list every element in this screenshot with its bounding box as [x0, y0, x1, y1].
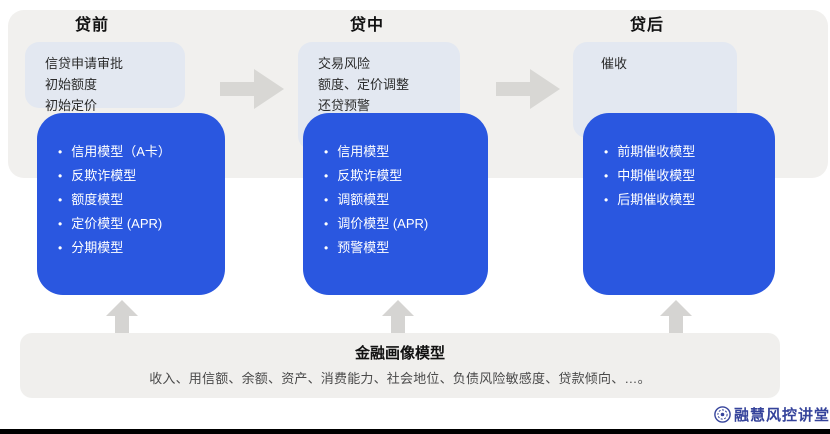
- model-list-item: •信用模型（A卡）: [58, 144, 171, 159]
- bullet-icon: •: [324, 169, 329, 183]
- arrow-right-icon: [220, 69, 284, 109]
- post-loan-model-list: •前期催收模型 •中期催收模型 •后期催收模型: [583, 113, 775, 208]
- model-list-item: •反欺诈模型: [324, 168, 403, 183]
- logo-seal-icon: [714, 406, 731, 423]
- pre-loan-model-list: •信用模型（A卡） •反欺诈模型 •额度模型 •定价模型 (APR) •分期模型: [37, 113, 225, 256]
- desc-line: 信贷申请审批: [45, 56, 124, 71]
- arrow-up-icon: [106, 300, 138, 334]
- desc-line: 额度、定价调整: [318, 77, 410, 92]
- in-loan-model-list: •信用模型 •反欺诈模型 •调额模型 •调价模型 (APR) •预警模型: [303, 113, 488, 256]
- model-list-item: •分期模型: [58, 240, 124, 255]
- model-list-item: •前期催收模型: [604, 144, 696, 159]
- arrow-up-icon: [660, 300, 692, 334]
- foundation-description: 收入、用信额、余额、资产、消费能力、社会地位、负债风险敏感度、贷款倾向、…。: [149, 371, 651, 386]
- desc-line: 交易风险: [318, 56, 371, 71]
- bullet-icon: •: [58, 169, 63, 183]
- model-list-item: •反欺诈模型: [58, 168, 137, 183]
- bottom-edge-bar: [0, 429, 830, 434]
- bullet-icon: •: [324, 193, 329, 207]
- bullet-icon: •: [324, 145, 329, 159]
- foundation-title: 金融画像模型: [354, 345, 445, 362]
- arrow-up-icon: [382, 300, 414, 334]
- arrow-right-icon: [496, 69, 560, 109]
- bullet-icon: •: [324, 217, 329, 231]
- model-list-item: •预警模型: [324, 240, 390, 255]
- model-list-item: •额度模型: [58, 192, 124, 207]
- model-list-item: •后期催收模型: [604, 192, 696, 207]
- desc-line: 还贷预警: [318, 98, 371, 113]
- model-list-item: •调价模型 (APR): [324, 216, 429, 231]
- brand-logo: 融慧风控讲堂: [714, 404, 830, 425]
- model-list-item: •定价模型 (APR): [58, 216, 163, 231]
- bullet-icon: •: [58, 217, 63, 231]
- bullet-icon: •: [604, 145, 609, 159]
- phase-title-in-loan: 贷中: [350, 17, 385, 34]
- bullet-icon: •: [604, 193, 609, 207]
- bullet-icon: •: [58, 241, 63, 255]
- desc-line: 初始额度: [45, 77, 98, 92]
- phase-title-post-loan: 贷后: [630, 17, 665, 34]
- bullet-icon: •: [58, 145, 63, 159]
- model-list-item: •调额模型: [324, 192, 390, 207]
- pre-loan-models-box: •信用模型（A卡） •反欺诈模型 •额度模型 •定价模型 (APR) •分期模型: [37, 113, 225, 295]
- pre-loan-description-box: 信贷申请审批 初始额度 初始定价: [25, 42, 185, 113]
- desc-line: 初始定价: [45, 98, 98, 113]
- bullet-icon: •: [58, 193, 63, 207]
- financial-profile-model-box: 金融画像模型 收入、用信额、余额、资产、消费能力、社会地位、负债风险敏感度、贷款…: [20, 333, 780, 398]
- model-list-item: •信用模型: [324, 144, 390, 159]
- in-loan-models-box: •信用模型 •反欺诈模型 •调额模型 •调价模型 (APR) •预警模型: [303, 113, 488, 295]
- bullet-icon: •: [604, 169, 609, 183]
- bullet-icon: •: [324, 241, 329, 255]
- model-list-item: •中期催收模型: [604, 168, 696, 183]
- post-loan-models-box: •前期催收模型 •中期催收模型 •后期催收模型: [583, 113, 775, 295]
- desc-line: 催收: [601, 56, 628, 71]
- phase-title-pre-loan: 贷前: [75, 17, 110, 34]
- brand-name: 融慧风控讲堂: [734, 408, 830, 424]
